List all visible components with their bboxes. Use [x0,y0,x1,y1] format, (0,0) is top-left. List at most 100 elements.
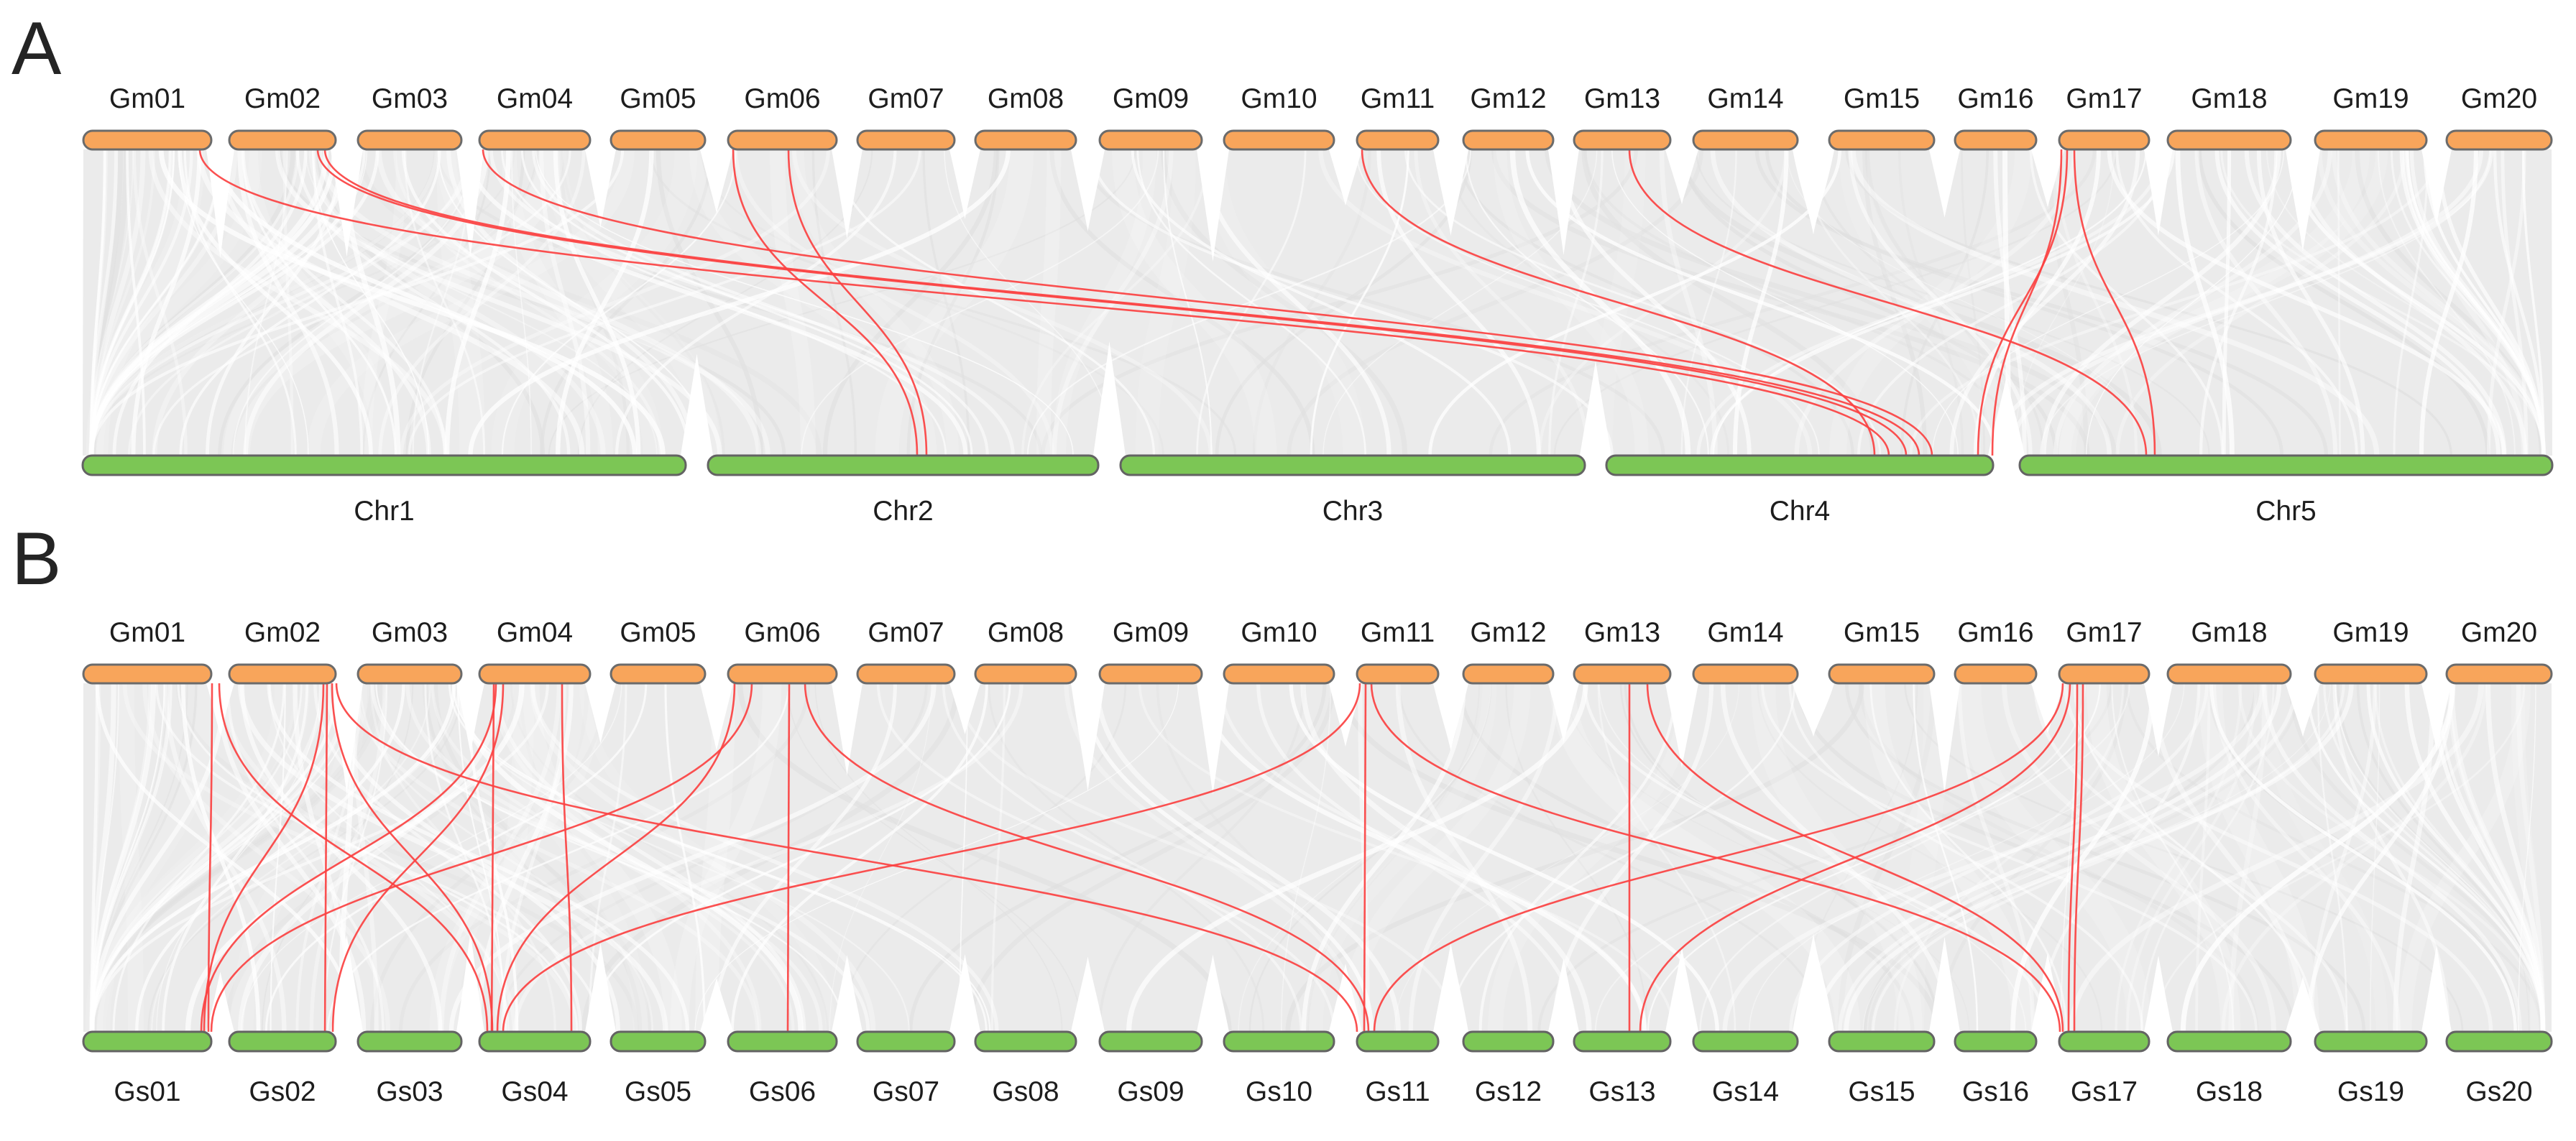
ribbon-streak [1280,683,1331,1033]
chromosome-label-Gs11: Gs11 [1365,1076,1430,1107]
ribbon-streak [1751,683,1923,1033]
ribbon-streak [581,683,960,1033]
ribbon-streak [535,149,1074,456]
chromosome-label-Gm11: Gm11 [1361,617,1435,648]
ribbon-notch-top [2421,149,2452,225]
ribbon-notch-top [456,683,484,753]
ribbon-notch-bottom [2144,956,2173,1032]
ribbon-streak [218,149,477,456]
chromosome-label-Gm12: Gm12 [1470,83,1546,114]
ribbon-streak [1509,147,1691,458]
ribbon-streak [988,683,1265,1033]
chromosome-bar-Gs07 [856,1030,956,1053]
chromosome-label-Gs16: Gs16 [1962,1076,2029,1107]
ribbon-streak [1253,149,1371,456]
ribbon-notch-top [2144,683,2173,757]
ribbon-streak [1909,148,2440,457]
ribbon-streak [2222,147,2232,458]
chromosome-label-Gm08: Gm08 [988,83,1064,114]
ribbon-streak [89,683,310,1033]
ribbon-notch-top [1197,149,1229,262]
ribbon-streak [2256,147,2365,458]
ribbon-streak [183,148,297,457]
ribbon-notch-top [1433,149,1468,236]
ribbon-streak [494,683,535,1033]
ribbon-streak [1680,148,1737,457]
ribbon-notch-bottom [700,978,733,1032]
ribbon-streak [2001,680,2276,1035]
chromosome-label-Gm09: Gm09 [1113,83,1189,114]
ribbon-notch-top [585,149,616,228]
ribbon-streak [2199,147,2278,458]
synteny-link-Gm06-Chr2 [787,149,928,456]
synteny-link-Gm02-Chr4 [323,149,1920,456]
ribbon-streak [214,147,638,458]
ribbon-streak [89,147,474,458]
ribbon-streak [237,680,668,1035]
ribbon-notch-bottom [1793,933,1834,1032]
ribbon-streak [242,147,447,458]
ribbon-streak [1720,680,1951,1035]
ribbon-streak [431,681,795,1034]
chromosome-label-Gm19: Gm19 [2332,617,2409,648]
ribbon-streak [2393,680,2436,1035]
ribbon-streak [733,147,1055,458]
ribbon-streak [239,680,443,1035]
ribbon-streak [1597,682,1736,1033]
chromosome-label-Gm05: Gm05 [620,83,696,114]
ribbon-streak [2399,147,2546,458]
ribbon-streak [313,681,583,1034]
synteny-link-Gm04-Chr4 [482,149,1933,456]
ribbon-streak [1285,683,1864,1033]
ribbon-notch-top [331,149,363,257]
ribbon-streak [967,683,1335,1033]
ribbon-streak [906,149,1000,456]
ribbon-notch-bottom [1988,376,2025,456]
ribbon-streak [1583,149,2022,456]
ribbon-streak [2214,147,2501,458]
chromosome-label-Gm13: Gm13 [1584,83,1660,114]
chromosome-bar-Gm16 [1954,663,2038,685]
ribbon-streak [1493,149,1649,456]
chromosome-bar-Gs01 [82,1030,213,1053]
ribbon-streak [1098,683,1305,1033]
ribbon-notch-top [2144,149,2173,236]
ribbon-streak [1710,147,2112,458]
chromosome-bar-Gs11 [1356,1030,1440,1053]
synteny-link-Gm11-Gs17 [1370,683,2061,1033]
synteny-link-Gm02-Gs02 [323,683,328,1033]
ribbon-streak [135,681,405,1034]
ribbon-streak [89,147,625,458]
ribbon-streak [267,681,690,1034]
synteny-link-Gm17-Gs17 [2067,683,2079,1033]
chromosome-bar-Gs20 [2445,1030,2553,1053]
ribbon-streak [1754,149,2329,456]
ribbon-streak [1256,681,1578,1034]
ribbon-streak [1525,147,1997,458]
chromosome-label-Gm01: Gm01 [109,617,185,648]
ribbon-streak [369,683,608,1033]
ribbon-streak [670,683,782,1033]
chromosome-label-Gm07: Gm07 [868,617,944,648]
ribbon-streak [1200,680,1647,1035]
ribbon-streak [1163,148,1213,457]
ribbon-streak [1760,682,2258,1033]
ribbon-streak [2228,680,2268,1035]
ribbon-streak [501,148,737,457]
chromosome-label-Gm18: Gm18 [2191,617,2267,648]
chromosome-bar-Gm08 [974,663,1077,685]
chromosome-bar-Gm12 [1462,129,1555,151]
ribbon-streak [112,147,308,458]
ribbon-streak [2047,149,2089,456]
chromosome-label-Gs17: Gs17 [2071,1076,2138,1107]
synteny-link-Gm06-Chr2 [732,149,919,456]
ribbon-streak [2086,149,2299,456]
chromosome-bar-Gm01 [82,663,213,685]
ribbon-streak [220,680,517,1035]
ribbon-streak [1869,682,2068,1033]
ribbon-notch-bottom [331,935,363,1032]
ribbon-streak [1871,682,2345,1033]
ribbon-streak [237,147,339,458]
chromosome-label-Gm15: Gm15 [1844,617,1920,648]
